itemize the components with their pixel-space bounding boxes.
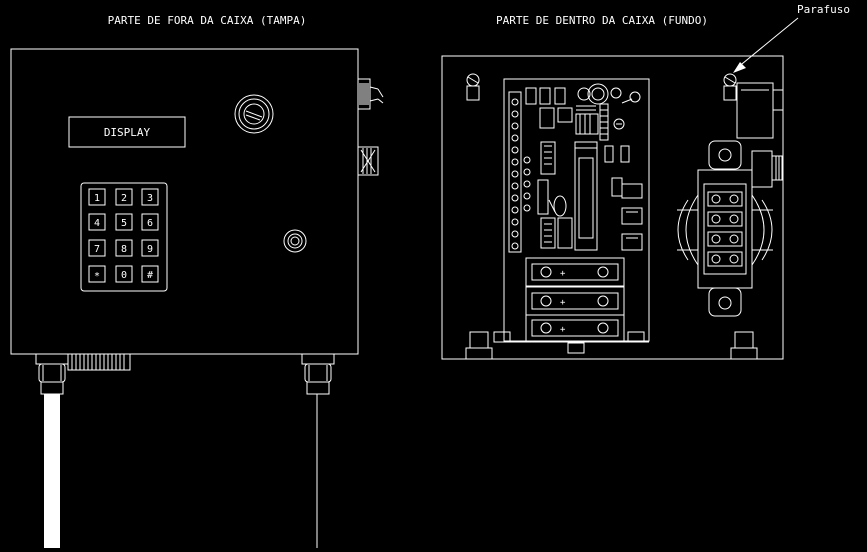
keypad: 1 2 3 4 5 6 7 8 9 * 0 # <box>80 182 168 292</box>
svg-text:8: 8 <box>121 244 127 255</box>
inside-title: PARTE DE DENTRO DA CAIXA (FUNDO) <box>496 14 708 27</box>
bottom-connector <box>67 353 131 371</box>
thick-cable <box>44 394 60 548</box>
svg-text:+: + <box>560 325 566 335</box>
svg-text:#: # <box>147 270 153 281</box>
svg-text:7: 7 <box>94 244 100 255</box>
keypad-key-8: 8 <box>115 239 133 257</box>
svg-text:5: 5 <box>121 218 127 229</box>
base-outline <box>441 55 784 360</box>
display-label: DISPLAY <box>104 126 151 139</box>
screw-callout-arrow-icon <box>733 17 799 73</box>
keypad-key-0: 0 <box>115 265 133 283</box>
screw-callout-label: Parafuso <box>797 3 850 16</box>
battery-holder-3: + <box>525 314 625 342</box>
svg-text:2: 2 <box>121 193 127 204</box>
pcb-ic-sockets <box>537 141 598 251</box>
svg-text:+: + <box>560 269 566 279</box>
svg-text:3: 3 <box>147 193 153 204</box>
screw-top-left-icon <box>466 73 480 101</box>
keypad-key-9: 9 <box>141 239 159 257</box>
keypad-key-3: 3 <box>141 188 159 206</box>
svg-text:4: 4 <box>94 218 100 229</box>
base-side-connector-top <box>736 82 784 139</box>
lid-outline <box>10 48 359 355</box>
transformer <box>677 140 773 317</box>
foot-bottom-left <box>465 331 493 360</box>
svg-text:0: 0 <box>121 270 127 281</box>
svg-text:+: + <box>560 298 566 308</box>
battery-holder-2: + <box>525 286 625 316</box>
box-lid: DISPLAY 1 2 3 4 5 6 7 8 9 * 0 # <box>10 48 384 548</box>
battery-holder-1: + <box>525 257 625 287</box>
side-cable-gland <box>357 78 384 110</box>
bottom-left-cable-gland <box>35 353 69 548</box>
svg-text:6: 6 <box>147 218 153 229</box>
pcb-top-components <box>525 83 641 141</box>
keypad-key-4: 4 <box>88 213 106 231</box>
side-connector <box>357 146 379 176</box>
foot-bottom-right <box>730 331 758 360</box>
screw-top-right-icon <box>723 73 737 101</box>
display-window <box>68 116 186 148</box>
box-base: + + + <box>441 17 799 360</box>
keypad-key-star: * <box>88 265 106 283</box>
outside-title: PARTE DE FORA DA CAIXA (TAMPA) <box>108 14 307 27</box>
base-side-connector-mid <box>751 150 783 188</box>
svg-text:*: * <box>94 271 100 282</box>
round-indicator-icon <box>283 229 307 253</box>
pcb-board: + + + <box>493 78 650 354</box>
pcb-terminal-column <box>508 91 531 253</box>
keypad-key-5: 5 <box>115 213 133 231</box>
bottom-right-cable-gland <box>301 353 335 548</box>
keypad-frame <box>80 182 168 292</box>
keypad-key-7: 7 <box>88 239 106 257</box>
keypad-key-6: 6 <box>141 213 159 231</box>
keypad-key-1: 1 <box>88 188 106 206</box>
pcb-right-components <box>604 145 643 251</box>
key-lock-icon <box>234 94 274 134</box>
svg-text:1: 1 <box>94 193 100 204</box>
keypad-key-hash: # <box>141 265 159 283</box>
keypad-key-2: 2 <box>115 188 133 206</box>
svg-text:9: 9 <box>147 244 153 255</box>
